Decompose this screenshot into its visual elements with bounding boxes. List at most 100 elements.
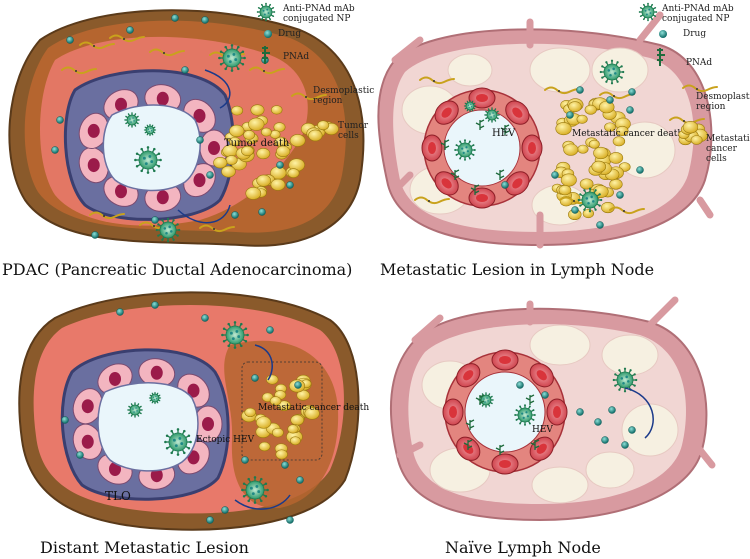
trabecula xyxy=(411,314,444,344)
tumor-cell xyxy=(287,168,300,178)
nanoparticle-icon xyxy=(514,404,536,426)
hev-nucleus xyxy=(536,443,547,454)
lymph-follicle xyxy=(585,451,635,489)
hev-lumen xyxy=(464,371,546,453)
legend-pnad-label: PNAd xyxy=(283,52,310,62)
pnad-icon xyxy=(463,439,473,450)
legend-tumor-label: Tumor cells xyxy=(338,121,369,141)
tumor-cell xyxy=(225,155,238,166)
tumor-cell xyxy=(577,144,589,154)
drug-icon xyxy=(551,171,559,179)
legend-pnad-icon xyxy=(262,46,270,64)
panel-distant-metastasis: TLO Ectopic HEV Metastatic cancer death xyxy=(18,291,369,531)
cell-nucleus xyxy=(81,434,94,449)
hev-nucleus xyxy=(499,356,511,364)
legend2-desmoplastic-label: Desmoplastic region xyxy=(696,92,750,112)
cell-nucleus xyxy=(115,184,127,199)
drug-icon xyxy=(566,111,574,119)
pdac-arrow-1 xyxy=(204,69,231,109)
drug-icon xyxy=(151,216,159,224)
nanoparticle-icon xyxy=(134,146,162,174)
legend-desmoplastic-icon xyxy=(291,92,327,101)
tumor-cell xyxy=(591,160,607,173)
tumor-cell xyxy=(555,122,572,136)
tumor-cell xyxy=(277,400,291,411)
pnad-icon xyxy=(465,419,475,430)
drug-icon xyxy=(501,181,509,189)
tumor-cell xyxy=(608,152,624,164)
desmoplastic-fiber xyxy=(544,86,580,95)
drug-icon xyxy=(601,436,609,444)
hev-nucleus xyxy=(463,370,474,381)
pnad-icon xyxy=(495,169,505,180)
naive-hev xyxy=(442,349,568,475)
legend-np-icon xyxy=(256,2,276,22)
tumor-cell xyxy=(260,127,272,137)
drug-icon xyxy=(621,441,629,449)
cell-nucleus xyxy=(87,158,100,173)
tumor-cell xyxy=(221,165,236,178)
desmoplastic-fiber xyxy=(682,84,718,93)
tumor-cell xyxy=(273,122,286,133)
nanoparticle-icon xyxy=(218,44,246,72)
nanoparticle-icon xyxy=(124,112,140,128)
drug-icon xyxy=(296,476,304,484)
panel-naive-lymph: HEV xyxy=(390,296,716,522)
drug-icon xyxy=(231,211,239,219)
tumor-cell xyxy=(289,134,306,147)
hev-nucleus xyxy=(512,178,523,189)
legend-pdac xyxy=(256,2,339,142)
drug-icon xyxy=(251,374,259,382)
lymph-follicle xyxy=(601,334,659,376)
naive-nanoparticles xyxy=(463,367,638,455)
hev-nucleus xyxy=(553,406,561,418)
drug-icon xyxy=(571,206,579,214)
legend2-drug-icon xyxy=(659,30,667,38)
drug-icon xyxy=(91,231,99,239)
tumor-cell xyxy=(256,174,272,187)
drug-icon xyxy=(594,418,602,426)
distant-lumen xyxy=(97,382,199,472)
drug-icon xyxy=(241,456,249,464)
tumor-cell xyxy=(576,114,588,124)
tumor-cell xyxy=(579,178,594,190)
tumor-cell xyxy=(275,449,288,460)
drug-icon xyxy=(201,314,209,322)
legend2-pnad-icon xyxy=(657,48,665,66)
legend-drug-label: Drug xyxy=(278,29,302,39)
nanoparticle-icon xyxy=(599,59,625,85)
cell-nucleus xyxy=(150,365,163,380)
drug-icon xyxy=(276,161,284,169)
hev-nucleus xyxy=(441,178,452,189)
pnad-icon xyxy=(495,444,505,455)
trabecula xyxy=(696,446,716,469)
drug-icon xyxy=(576,408,584,416)
tumor-cell xyxy=(560,173,577,187)
drug-icon xyxy=(636,166,644,174)
nanoparticle-icon xyxy=(454,139,476,161)
nanoparticle-icon xyxy=(143,123,157,137)
drug-icon xyxy=(61,416,69,424)
drug-icon xyxy=(576,86,584,94)
drug-icon xyxy=(181,66,189,74)
caption-distant: Distant Metastatic Lesion xyxy=(40,538,249,557)
cell-nucleus xyxy=(115,97,127,112)
cell-nucleus xyxy=(208,141,220,155)
nanoparticle-icon xyxy=(638,2,658,22)
drug-icon xyxy=(628,426,636,434)
drug-icon xyxy=(126,26,134,34)
lymph-follicle xyxy=(621,403,679,457)
distant-tlo-label: TLO xyxy=(105,489,131,503)
tumor-cell xyxy=(276,145,291,158)
lymph-follicle xyxy=(529,324,591,366)
tumor-cell xyxy=(245,187,262,200)
lymph-death-label-1: Metastatic cancer death xyxy=(572,129,683,139)
tumor-cell xyxy=(558,184,572,196)
pnad-icon xyxy=(500,124,510,135)
tumor-cell xyxy=(270,178,286,191)
legend-desmoplastic-label: Desmoplastic region xyxy=(313,86,375,106)
naive-arrow xyxy=(624,387,654,439)
drug-icon xyxy=(51,146,59,154)
tumor-cell xyxy=(243,130,256,140)
panel-lymph-metastasis: HEV Metastatic cancer death xyxy=(377,11,714,249)
